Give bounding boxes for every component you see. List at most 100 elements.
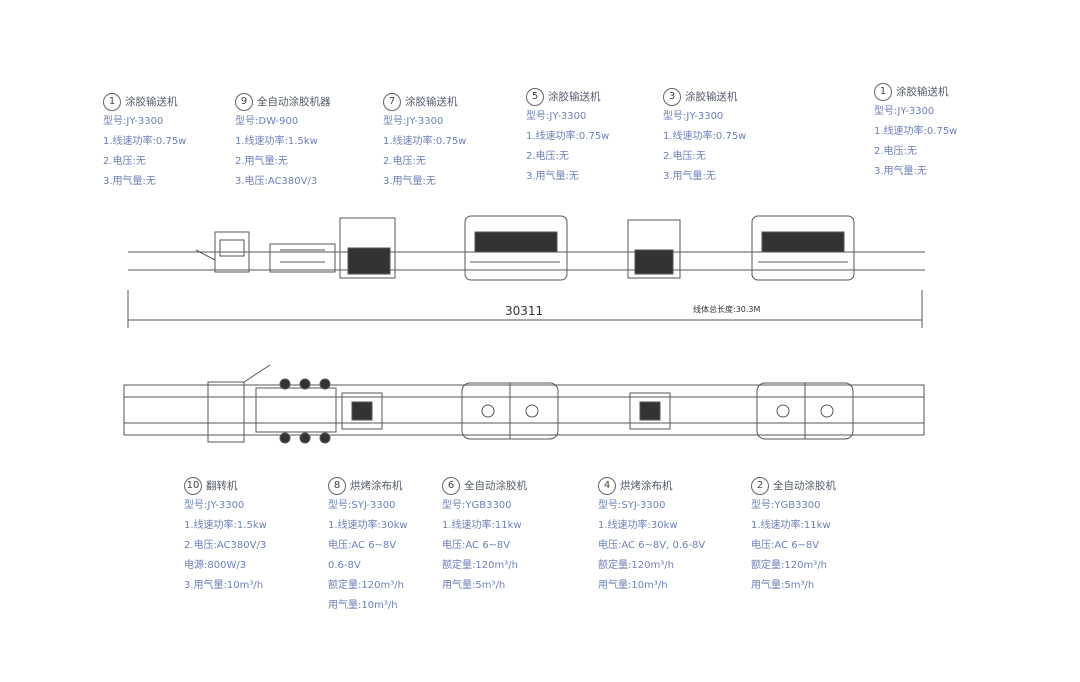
bottom-machine-coater-4 [756, 382, 854, 440]
label-line: 型号:JY-3300 [103, 116, 164, 127]
label-line: 3.用气量:无 [874, 166, 927, 177]
label-title: 涂胶输送机 [548, 91, 601, 103]
label-number: 1 [874, 83, 892, 101]
label-line: 电压:AC 6~8V [328, 540, 397, 551]
top-machine-2 [269, 243, 336, 273]
label-title: 涂胶输送机 [685, 91, 738, 103]
label-line: 用气量:10m³/h [328, 600, 398, 611]
label-line: 1.线速功率:30kw [598, 520, 678, 531]
label-line: 型号:JY-3300 [663, 111, 724, 122]
label-number: 2 [751, 477, 769, 495]
label-line: 用气量:5m³/h [751, 580, 815, 591]
top-machine-1 [195, 231, 250, 273]
label-line: 1.线速功率:0.75w [383, 136, 467, 147]
label-line: 2.电压:无 [383, 156, 426, 167]
label-line: 额定量:120m³/h [328, 580, 404, 591]
label-line: 型号:JY-3300 [874, 106, 935, 117]
bottom-label-5: 2 全自动涂胶机 型号:YGB3300 1.线速功率:11kw 电压:AC 6~8… [751, 476, 836, 596]
bottom-machine-coater-2 [461, 382, 559, 440]
top-machine-3 [339, 217, 396, 279]
label-title: 翻转机 [206, 480, 238, 492]
label-line: 2.电压:无 [874, 146, 917, 157]
top-label-1: 1 涂胶输送机 型号:JY-3300 1.线速功率:0.75w 2.电压:无 3.… [103, 92, 186, 192]
bottom-conveyor-line [123, 384, 925, 436]
total-length-note: 线体总长度:30.3M [693, 305, 761, 314]
label-line: 2.用气量:无 [235, 156, 288, 167]
label-line: 电压:AC 6~8V, 0.6-8V [598, 540, 706, 551]
label-line: 2.电压:无 [103, 156, 146, 167]
label-number: 5 [526, 88, 544, 106]
bottom-label-3: 6 全自动涂胶机 型号:YGB3300 1.线速功率:11kw 电压:AC 6~8… [442, 476, 527, 596]
label-line: 2.电压:无 [663, 151, 706, 162]
label-line: 型号:DW-900 [235, 116, 299, 127]
bottom-machine-coater-3 [629, 392, 671, 430]
label-line: 1.线速功率:0.75w [663, 131, 747, 142]
top-machine-4 [464, 215, 568, 281]
label-line: 1.线速功率:0.75w [103, 136, 187, 147]
label-line: 型号:SYJ-3300 [328, 500, 396, 511]
top-dimension-line [127, 290, 923, 328]
label-number: 6 [442, 477, 460, 495]
label-title: 全自动涂胶机 [773, 480, 836, 492]
label-line: 型号:JY-3300 [184, 500, 245, 511]
label-line: 1.线速功率:11kw [442, 520, 522, 531]
label-line: 3.用气量:无 [103, 176, 156, 187]
label-line: 3.用气量:无 [526, 171, 579, 182]
label-line: 额定量:120m³/h [442, 560, 518, 571]
label-line: 型号:JY-3300 [526, 111, 587, 122]
top-machine-6 [751, 215, 855, 281]
label-line: 用气量:10m³/h [598, 580, 668, 591]
label-line: 电压:AC 6~8V [442, 540, 511, 551]
label-line: 型号:YGB3300 [442, 500, 512, 511]
label-title: 涂胶输送机 [125, 96, 178, 108]
top-label-4: 5 涂胶输送机 型号:JY-3300 1.线速功率:0.75w 2.电压:无 3.… [526, 87, 609, 187]
top-label-5: 3 涂胶输送机 型号:JY-3300 1.线速功率:0.75w 2.电压:无 3.… [663, 87, 746, 187]
label-number: 1 [103, 93, 121, 111]
label-number: 7 [383, 93, 401, 111]
label-line: 电源:800W/3 [184, 560, 247, 571]
label-line: 电压:AC 6~8V [751, 540, 820, 551]
label-line: 1.线速功率:0.75w [874, 126, 958, 137]
top-machine-5 [627, 219, 681, 279]
bottom-machine-turnover [207, 364, 271, 443]
total-length-dimension: 30311 [505, 304, 544, 318]
top-conveyor-line [128, 251, 925, 271]
label-title: 涂胶输送机 [405, 96, 458, 108]
label-line: 0.6-8V [328, 560, 361, 571]
label-number: 3 [663, 88, 681, 106]
top-label-6: 1 涂胶输送机 型号:JY-3300 1.线速功率:0.75w 2.电压:无 3.… [874, 82, 957, 182]
label-line: 型号:YGB3300 [751, 500, 821, 511]
label-line: 1.线速功率:0.75w [526, 131, 610, 142]
label-line: 用气量:5m³/h [442, 580, 506, 591]
label-title: 涂胶输送机 [896, 86, 949, 98]
label-title: 烘烤涂布机 [350, 480, 403, 492]
label-line: 1.线速功率:1.5kw [184, 520, 267, 531]
label-line: 1.线速功率:11kw [751, 520, 831, 531]
label-line: 1.线速功率:30kw [328, 520, 408, 531]
label-number: 10 [184, 477, 202, 495]
bottom-machine-oven-1 [255, 378, 337, 444]
label-line: 3.用气量:10m³/h [184, 580, 264, 591]
label-number: 4 [598, 477, 616, 495]
bottom-label-1: 10 翻转机 型号:JY-3300 1.线速功率:1.5kw 2.电压:AC380… [184, 476, 267, 596]
top-label-3: 7 涂胶输送机 型号:JY-3300 1.线速功率:0.75w 2.电压:无 3.… [383, 92, 466, 192]
label-line: 3.用气量:无 [663, 171, 716, 182]
label-line: 3.用气量:无 [383, 176, 436, 187]
bottom-machine-coater-1 [341, 392, 383, 430]
label-title: 全自动涂胶机器 [257, 96, 331, 108]
label-line: 额定量:120m³/h [751, 560, 827, 571]
label-line: 3.电压:AC380V/3 [235, 176, 318, 187]
label-line: 2.电压:AC380V/3 [184, 540, 267, 551]
label-line: 型号:JY-3300 [383, 116, 444, 127]
label-line: 1.线速功率:1.5kw [235, 136, 318, 147]
label-number: 8 [328, 477, 346, 495]
label-title: 全自动涂胶机 [464, 480, 527, 492]
label-line: 额定量:120m³/h [598, 560, 674, 571]
label-line: 2.电压:无 [526, 151, 569, 162]
bottom-label-2: 8 烘烤涂布机 型号:SYJ-3300 1.线速功率:30kw 电压:AC 6~8… [328, 476, 408, 616]
label-title: 烘烤涂布机 [620, 480, 673, 492]
